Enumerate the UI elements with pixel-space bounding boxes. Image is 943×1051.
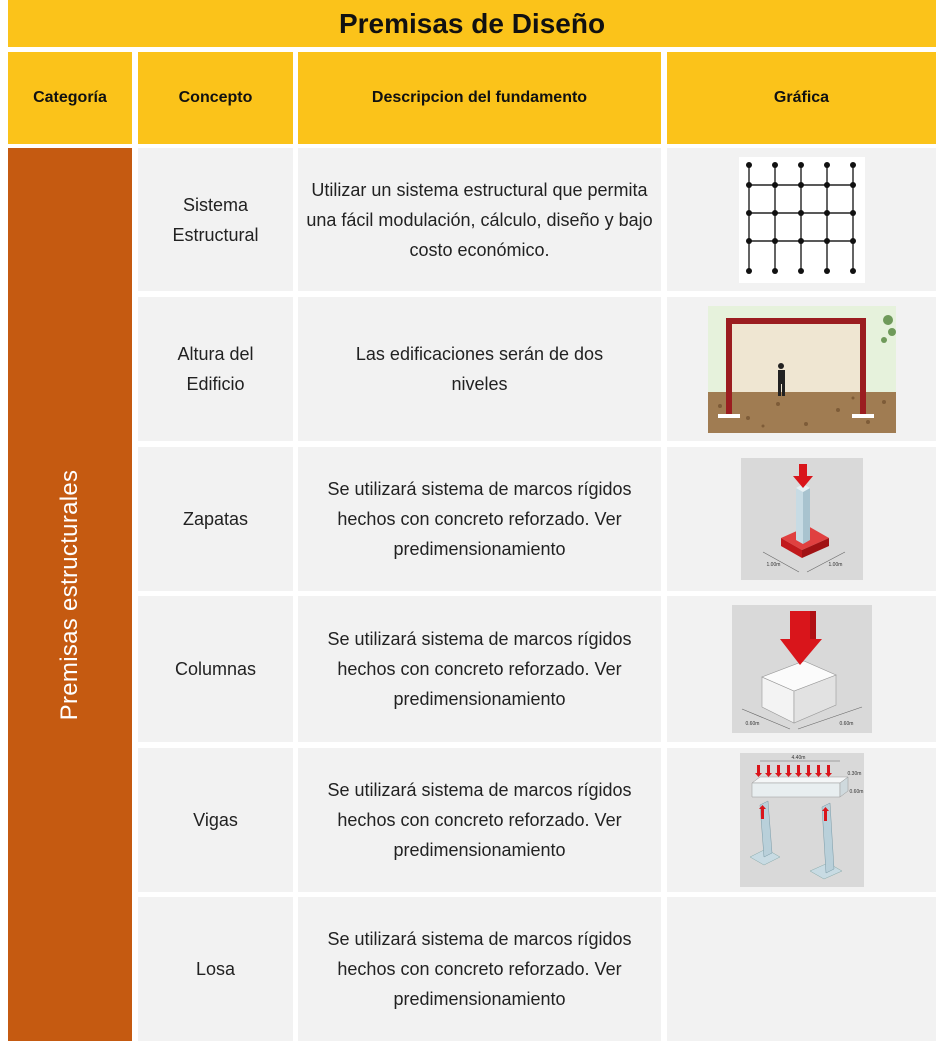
graphic-cell-empty	[667, 897, 936, 1041]
grid-plan-graphic	[738, 156, 865, 283]
graphic-cell	[667, 297, 936, 441]
beam-dim-label: 4.40m	[791, 755, 806, 761]
concept-text: Columnas	[174, 659, 257, 679]
concept-cell: Vigas	[138, 748, 293, 892]
concept-cell: Altura del Edificio	[138, 297, 293, 441]
column-dim-label: 0.60m	[745, 721, 760, 727]
table-title: Premisas de Diseño	[8, 0, 936, 47]
header-grafica: Gráfica	[667, 52, 936, 144]
concept-text: Zapatas	[182, 509, 249, 529]
concept-cell: Columnas	[138, 596, 293, 742]
concept-cell: Zapatas	[138, 447, 293, 591]
concept-cell: Sistema Estructural	[138, 148, 293, 291]
footing-dim-label: 1.00m	[766, 562, 781, 568]
description-text: Las edificaciones serán de dos niveles	[355, 344, 604, 394]
concept-text: Sistema Estructural	[172, 194, 259, 245]
description-text: Se utilizará sistema de marcos rígidos h…	[327, 929, 632, 1009]
graphic-cell: 0.60m 0.60m	[667, 596, 936, 742]
footing-model-graphic	[740, 458, 863, 580]
concept-text: Altura del Edificio	[177, 344, 254, 394]
table-row: Zapatas Se utilizará sistema de marcos r…	[138, 447, 936, 591]
beam-dim-label: 0.30m	[847, 771, 862, 777]
table-row: Vigas Se utilizará sistema de marcos ríg…	[138, 748, 936, 892]
description-cell: Las edificaciones serán de dos niveles	[298, 297, 661, 441]
category-cell: Premisas estructurales	[8, 148, 132, 1041]
header-categoria: Categoría	[8, 52, 132, 144]
table-row: Altura del Edificio Las edificaciones se…	[138, 297, 936, 441]
header-row: Categoría Concepto Descripcion del funda…	[0, 52, 943, 144]
graphic-cell: 4.40m 0.30m 0.60m	[667, 748, 936, 892]
column-model-graphic	[731, 605, 872, 733]
header-descripcion: Descripcion del fundamento	[298, 52, 661, 144]
column-dim-label: 0.60m	[839, 721, 854, 727]
description-text: Se utilizará sistema de marcos rígidos h…	[327, 780, 632, 860]
description-cell: Se utilizará sistema de marcos rígidos h…	[298, 447, 661, 591]
table-row: Sistema Estructural Utilizar un sistema …	[138, 148, 936, 291]
description-cell: Se utilizará sistema de marcos rígidos h…	[298, 596, 661, 742]
description-text: Utilizar un sistema estructural que perm…	[306, 179, 653, 260]
concept-text: Losa	[195, 959, 236, 979]
beam-frame-graphic	[739, 753, 864, 887]
table-row: Losa Se utilizará sistema de marcos rígi…	[138, 897, 936, 1041]
description-cell: Se utilizará sistema de marcos rígidos h…	[298, 748, 661, 892]
graphic-cell	[667, 148, 936, 291]
footing-dim-label: 1.00m	[828, 562, 843, 568]
description-cell: Se utilizará sistema de marcos rígidos h…	[298, 897, 661, 1041]
category-label: Premisas estructurales	[56, 469, 83, 720]
table-row: Columnas Se utilizará sistema de marcos …	[138, 596, 936, 742]
description-cell: Utilizar un sistema estructural que perm…	[298, 148, 661, 291]
frame-elevation-graphic	[707, 305, 896, 433]
beam-dim-label: 0.60m	[849, 789, 864, 795]
header-concepto: Concepto	[138, 52, 293, 144]
concept-text: Vigas	[193, 810, 238, 830]
description-text: Se utilizará sistema de marcos rígidos h…	[327, 479, 632, 559]
graphic-cell: 1.00m 1.00m	[667, 447, 936, 591]
concept-cell: Losa	[138, 897, 293, 1041]
description-text: Se utilizará sistema de marcos rígidos h…	[327, 629, 632, 709]
